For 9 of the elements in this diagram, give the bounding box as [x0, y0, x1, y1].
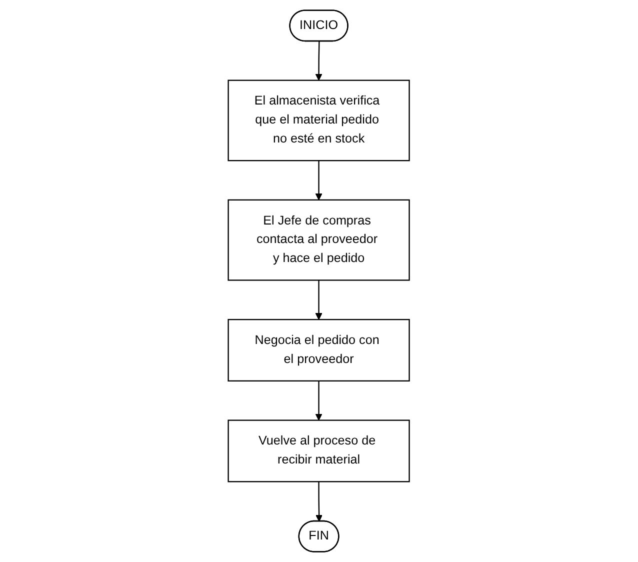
node-box: Negocia el pedido con el proveedor — [228, 318, 410, 382]
node-box: Vuelve al proceso de recibir material — [228, 420, 410, 482]
arrow — [316, 41, 322, 81]
arrow — [316, 280, 322, 320]
arrow — [316, 482, 323, 522]
arrow — [316, 380, 322, 421]
node-box: El almacenista verifica que el material pedido no esté en stock — [228, 80, 410, 162]
node-box: El Jefe de compras contacta al proveedor y hace el pedido — [228, 199, 410, 281]
arrow — [316, 160, 322, 200]
